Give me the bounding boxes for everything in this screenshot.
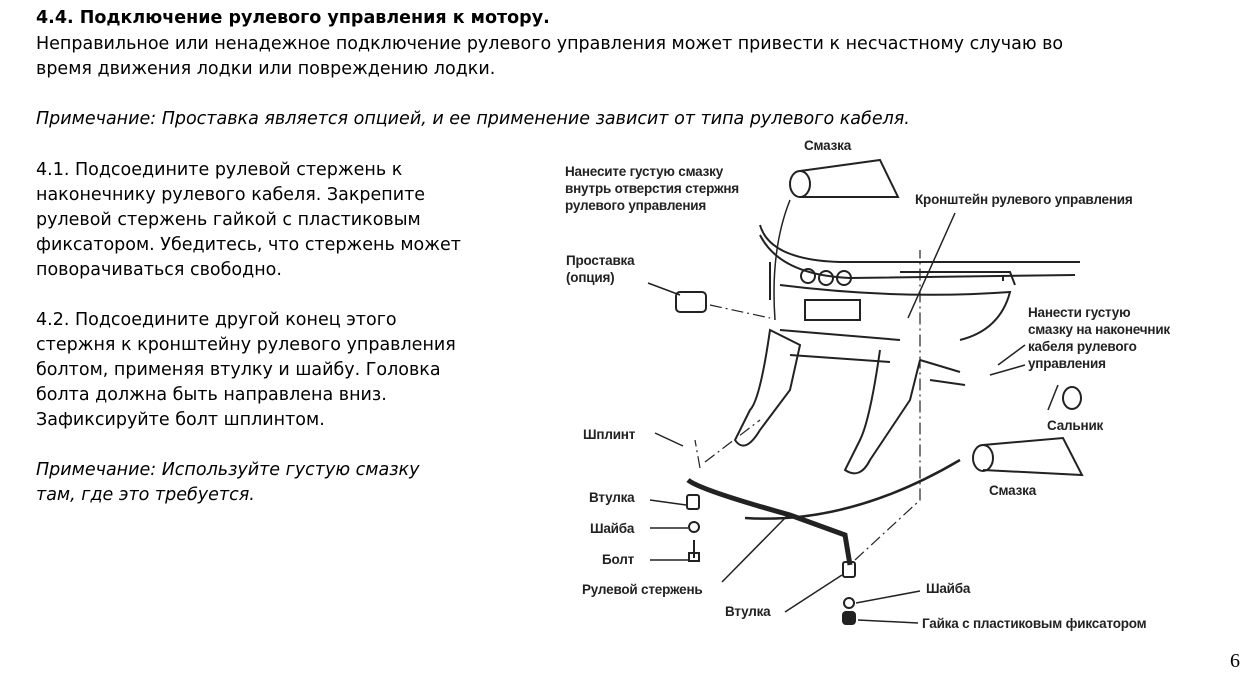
label-line: смазку на наконечник bbox=[1028, 322, 1170, 337]
note-line: Примечание: Используйте густую смазку bbox=[36, 460, 420, 480]
label-line: управления bbox=[1028, 356, 1106, 371]
label-washer-right: Шайба bbox=[926, 581, 971, 596]
grease-tube-bottom-icon bbox=[972, 436, 1084, 477]
label-apply-grease-cable: Нанести густую смазку на наконечник кабе… bbox=[1028, 304, 1170, 372]
note-spacer-option: Примечание: Проставка является опцией, и… bbox=[36, 109, 910, 129]
label-bushing-left: Втулка bbox=[589, 490, 635, 505]
label-cotter-pin: Шплинт bbox=[583, 427, 636, 442]
label-bushing-right: Втулка bbox=[725, 604, 771, 619]
spacer-icon bbox=[675, 291, 707, 313]
label-bolt: Болт bbox=[602, 552, 635, 567]
step-line: фиксатором. Убедитесь, что стержень може… bbox=[36, 235, 461, 255]
label-grease-bottom: Смазка bbox=[989, 483, 1037, 498]
step-line: болтом, применяя втулку и шайбу. Головка bbox=[36, 360, 441, 380]
label-apply-grease-inside: Нанесите густую смазку внутрь отверстия … bbox=[565, 163, 739, 214]
label-bracket: Кронштейн рулевого управления bbox=[915, 192, 1133, 207]
note-line: там, где это требуется. bbox=[36, 485, 255, 505]
page-number: 6 bbox=[1230, 650, 1240, 672]
label-spacer: Проставка (опция) bbox=[566, 252, 635, 286]
washer-right-icon bbox=[843, 597, 855, 609]
label-line: Нанесите густую смазку bbox=[565, 164, 724, 179]
steering-rod-icon bbox=[686, 477, 853, 566]
label-seal: Сальник bbox=[1047, 418, 1104, 433]
step-line: болта должна быть направлена вниз. bbox=[36, 385, 387, 405]
label-line: Проставка bbox=[566, 253, 635, 268]
section-title: 4.4. Подключение рулевого управления к м… bbox=[36, 8, 550, 28]
label-washer-left: Шайба bbox=[590, 521, 635, 536]
grease-tube-top-icon bbox=[789, 158, 900, 198]
washer-left-icon bbox=[688, 521, 700, 533]
intro-text-line: Неправильное или ненадежное подключение … bbox=[36, 34, 1064, 54]
label-line: рулевого управления bbox=[565, 198, 707, 213]
intro-text-line: время движения лодки или повреждению лод… bbox=[36, 59, 496, 79]
step-4-2: 4.2. Подсоедините другой конец этого сте… bbox=[36, 308, 536, 433]
step-line: рулевой стержень гайкой с пластиковым bbox=[36, 210, 421, 230]
instructions: 4.1. Подсоедините рулевой стержень к нак… bbox=[36, 158, 536, 533]
label-line: внутрь отверстия стержня bbox=[565, 181, 739, 196]
label-grease-top: Смазка bbox=[804, 138, 852, 153]
label-steering-rod: Рулевой стержень bbox=[582, 582, 703, 597]
step-line: 4.1. Подсоедините рулевой стержень к bbox=[36, 160, 403, 180]
seal-icon bbox=[1062, 386, 1082, 410]
bolt-icon bbox=[688, 540, 700, 562]
label-line: (опция) bbox=[566, 270, 615, 285]
label-nut: Гайка с пластиковым фиксатором bbox=[922, 616, 1147, 631]
step-line: поворачиваться свободно. bbox=[36, 260, 282, 280]
step-line: Зафиксируйте болт шплинтом. bbox=[36, 410, 325, 430]
step-4-1: 4.1. Подсоедините рулевой стержень к нак… bbox=[36, 158, 536, 283]
step-line: наконечнику рулевого кабеля. Закрепите bbox=[36, 185, 426, 205]
bushing-right-icon bbox=[842, 561, 856, 578]
label-line: кабеля рулевого bbox=[1028, 339, 1137, 354]
bushing-left-icon bbox=[686, 494, 700, 510]
label-line: Нанести густую bbox=[1028, 305, 1131, 320]
step-line: стержня к кронштейну рулевого управления bbox=[36, 335, 456, 355]
note-grease: Примечание: Используйте густую смазку та… bbox=[36, 458, 536, 508]
leader-lines bbox=[647, 199, 1059, 624]
steering-bracket-icon bbox=[733, 299, 966, 475]
motor-cowling bbox=[759, 224, 1080, 280]
step-line: 4.2. Подсоедините другой конец этого bbox=[36, 310, 397, 330]
nut-icon bbox=[842, 611, 856, 625]
